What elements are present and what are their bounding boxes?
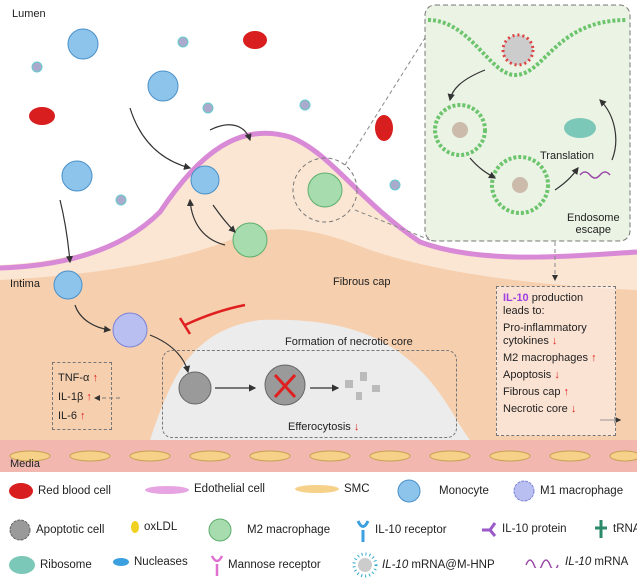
translation-label: Translation xyxy=(540,150,595,162)
legend-apoptotic-cell: Apoptotic cell xyxy=(8,518,104,542)
outcome-item: Pro-inflammatory cytokines ↓ xyxy=(503,322,587,347)
ribosome-icon xyxy=(9,556,35,574)
endothelium xyxy=(0,130,637,271)
m2-macrophage-icon xyxy=(208,518,232,542)
legend-monocyte: Monocyte xyxy=(395,479,489,503)
ribosome-inset xyxy=(564,118,596,138)
smc-icon xyxy=(295,485,339,493)
apoptotic-cell-icon xyxy=(9,519,31,541)
trna-icon xyxy=(595,520,607,538)
legend-mannose-receptor: Mannose receptor xyxy=(210,554,321,576)
cytokine-il1b: IL-1β ↑ xyxy=(58,391,92,403)
m1-macrophage-icon xyxy=(513,480,535,502)
legend-il10-protein: IL-10 protein xyxy=(480,520,567,538)
mrna-icon xyxy=(525,559,559,568)
mrna-inset xyxy=(579,171,611,179)
escape-text: escape xyxy=(575,224,612,236)
nanoparticles xyxy=(31,36,401,206)
efferocytosis-label: Efferocytosis ↓ xyxy=(288,421,359,433)
endosome-1 xyxy=(433,103,487,157)
artery-diagram xyxy=(0,4,637,472)
necrotic-region xyxy=(150,319,470,440)
m1-macrophage xyxy=(112,312,148,348)
cytokine-il6: IL-6 ↑ xyxy=(58,410,86,422)
legend-m2-macrophage: M2 macrophage xyxy=(205,517,330,543)
nucleases-icon xyxy=(113,558,129,566)
efferocytosis-text: Efferocytosis xyxy=(288,421,351,433)
legend-red-blood-cell: Red blood cell xyxy=(8,482,111,500)
endothelial-cell-icon xyxy=(145,486,189,494)
inhibit-arrow xyxy=(178,303,246,335)
uptake-inset xyxy=(424,4,631,242)
legend-oxldl: oxLDL xyxy=(130,520,177,534)
legend: Red blood cell Edothelial cell SMC Monoc… xyxy=(0,474,637,582)
zoom-circle xyxy=(292,157,358,223)
legend-smc: SMC xyxy=(295,482,370,496)
debris xyxy=(345,372,380,400)
il10-protein-icon xyxy=(482,522,497,537)
outcome-item: Necrotic core ↓ xyxy=(503,403,577,415)
mannose-receptor-icon xyxy=(210,555,224,576)
legend-m1-macrophage: M1 macrophage xyxy=(512,479,623,503)
down-arrow: ↓ xyxy=(353,421,360,433)
fibrous-cap-label: Fibrous cap xyxy=(333,276,391,288)
cytokine-box: TNF-α ↑ IL-1β ↑ IL-6 ↑ xyxy=(52,362,112,430)
outcome-item: M2 macrophages ↑ xyxy=(503,352,597,364)
inset-nanoparticle xyxy=(501,33,535,67)
endosome-text: Endosome xyxy=(567,212,620,224)
necrotic-core-label: Formation of necrotic core xyxy=(285,336,413,348)
media-label: Media xyxy=(10,458,40,470)
legend-mrna: IL-10 mRNA xyxy=(525,556,628,568)
monocyte-icon xyxy=(397,479,421,503)
cytokine-tnf: TNF-α ↑ xyxy=(58,372,98,384)
m2-macrophages xyxy=(232,172,343,258)
intima-label: Intima xyxy=(10,278,40,290)
smc-cells xyxy=(9,450,637,462)
legend-il10-receptor: IL-10 receptor xyxy=(355,518,447,542)
necrotic-core-box xyxy=(162,350,457,438)
outcome-item: Fibrous cap ↑ xyxy=(503,386,570,398)
outcome-item: Apoptosis ↓ xyxy=(503,369,560,381)
oxldl-icon xyxy=(131,521,139,533)
il10-receptor-icon xyxy=(356,520,370,542)
endosome-2 xyxy=(490,155,550,215)
nanoparticle-icon xyxy=(352,552,378,578)
legend-nanoparticle: IL-10 mRNA@M-HNP xyxy=(352,552,495,578)
monocytes xyxy=(53,28,220,300)
legend-ribosome: Ribosome xyxy=(8,554,92,576)
legend-endothelial-cell: Edothelial cell xyxy=(145,482,265,496)
legend-nucleases: Nucleases xyxy=(112,556,188,568)
red-blood-cells xyxy=(29,31,393,141)
red-blood-cell-icon xyxy=(9,483,33,499)
legend-trna: tRNA xyxy=(593,518,637,540)
no-efferocytosis-cross xyxy=(273,373,297,399)
lumen-label: Lumen xyxy=(12,8,46,20)
